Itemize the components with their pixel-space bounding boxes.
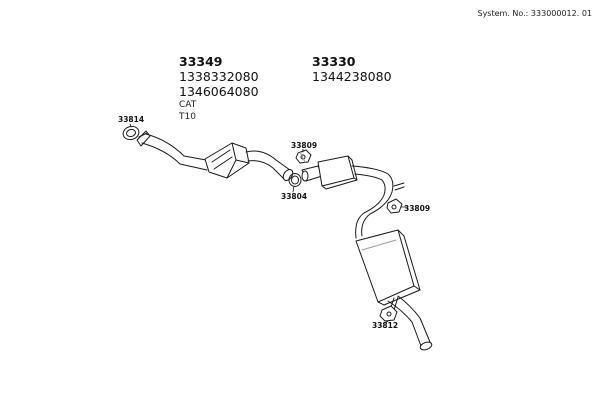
system-number: System. No.: 333000012. 01 [477,9,592,18]
rubber-mount-lower-33812 [379,305,398,322]
callout-rubber-right: 33809 [404,204,431,213]
callout-front-gasket: 33814 [118,115,145,124]
part-note-cat: CAT [179,100,197,110]
part-code-front-1: 1338332080 [179,69,259,84]
rubber-mount-upper-33809 [295,149,312,164]
part-code-front-2: 1346064080 [179,84,259,99]
callout-rubber-lower: 33812 [372,321,399,330]
front-pipe-catalyst-33349 [136,130,294,181]
rear-section-33330 [301,155,433,351]
callout-rubber-upper: 33809 [291,141,318,150]
callout-middle-gasket: 33804 [281,192,308,201]
rubber-mount-right-33809 [386,198,403,214]
part-number-rear: 33330 [312,54,356,69]
part-note-t10: T10 [179,112,196,122]
callout-leaders [129,123,407,324]
part-code-rear-1: 1344238080 [312,69,392,84]
part-number-front: 33349 [179,54,223,69]
front-gasket-33814 [122,125,140,141]
middle-gasket-33804 [288,173,302,187]
